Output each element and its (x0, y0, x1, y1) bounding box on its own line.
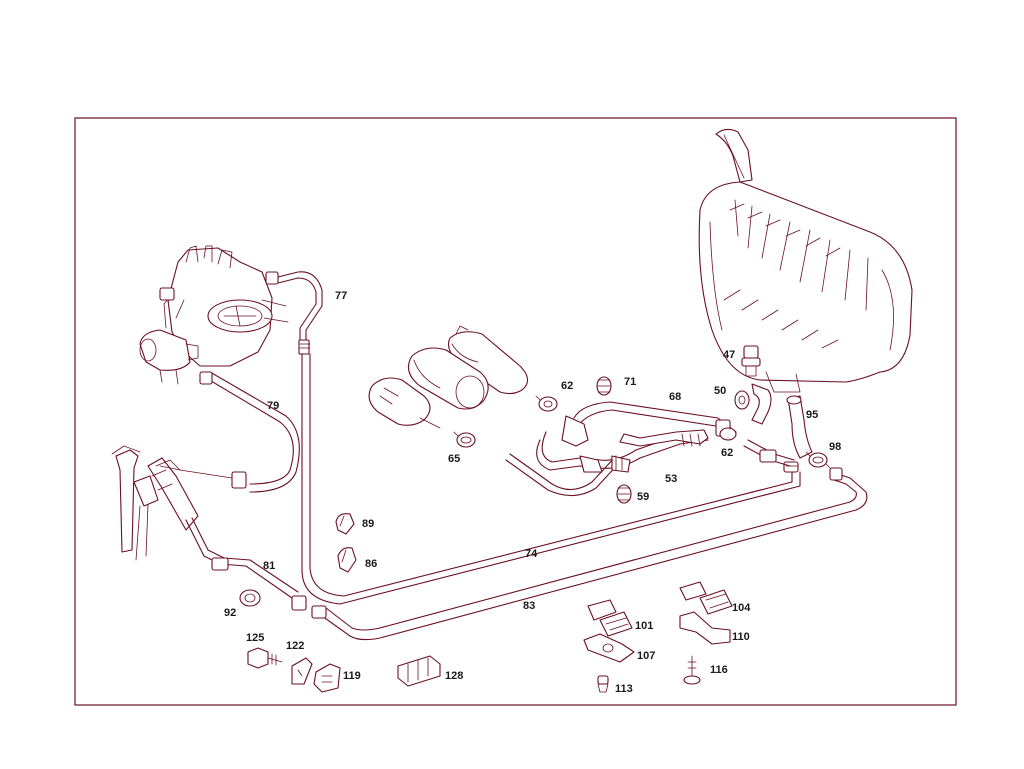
callout-86: 86 (365, 558, 377, 570)
filter-return-line (505, 459, 621, 497)
callout-65: 65 (448, 453, 460, 465)
callout-81: 81 (263, 560, 275, 572)
part-92-grommet (239, 589, 261, 607)
callout-53: 53 (665, 473, 677, 485)
part-113-screw (597, 675, 609, 693)
callout-125: 125 (246, 632, 264, 644)
part-86-clip (337, 547, 357, 573)
part-122-bracket (291, 657, 313, 685)
part-107-clamp (583, 633, 635, 663)
callout-104: 104 (732, 602, 751, 614)
callout-47: 47 (723, 349, 735, 361)
part-50-hose (734, 383, 772, 425)
line-79 (205, 377, 294, 485)
callout-50: 50 (714, 385, 726, 397)
callout-95: 95 (806, 409, 818, 421)
callout-71: 71 (624, 376, 636, 388)
part-89-clip (335, 513, 355, 535)
part-65-clamp (453, 431, 476, 448)
line-74 (301, 353, 801, 605)
part-110-bracket (679, 611, 731, 645)
callout-107: 107 (637, 650, 655, 662)
callout-77: 77 (335, 290, 347, 302)
fuel-tank (698, 128, 913, 393)
part-116-screw (683, 655, 701, 685)
callout-128: 128 (445, 670, 463, 682)
callout-113: 113 (615, 683, 633, 695)
part-62-clamp-b (719, 427, 737, 441)
part-125-bolt (247, 647, 283, 669)
fuel-filters (368, 325, 529, 429)
part-59-rubber (616, 484, 632, 504)
callout-79: 79 (267, 400, 279, 412)
callout-92: 92 (224, 607, 236, 619)
callout-83: 83 (523, 600, 535, 612)
fuel-injection-unit (139, 245, 289, 385)
callout-116: 116 (710, 664, 728, 676)
part-119-clip (313, 663, 341, 693)
part-71-rubber (596, 376, 612, 396)
line-77 (273, 271, 323, 345)
callout-101: 101 (635, 620, 653, 632)
callout-68: 68 (669, 391, 681, 403)
callout-98: 98 (829, 441, 841, 453)
callout-122: 122 (286, 640, 304, 652)
callout-110: 110 (732, 631, 750, 643)
callout-59: 59 (637, 491, 649, 503)
part-128-clip (397, 655, 441, 687)
part-104-clamp (679, 581, 733, 615)
line-68 (573, 401, 737, 433)
diagram-frame (74, 117, 957, 706)
part-98-clamp (805, 451, 831, 469)
fuel-pump-assembly (111, 445, 199, 561)
part-101-clamp (587, 599, 633, 637)
callout-74: 74 (525, 548, 538, 560)
line-83 (321, 473, 868, 641)
callout-119: 119 (343, 670, 361, 682)
part-47-fitting (741, 345, 761, 377)
part-62-clamp (535, 395, 558, 412)
callout-62-left: 62 (561, 380, 573, 392)
filter-connector (561, 415, 631, 473)
part-95-hose (786, 395, 813, 459)
callout-89: 89 (362, 518, 374, 530)
callout-62-right: 62 (721, 447, 733, 459)
